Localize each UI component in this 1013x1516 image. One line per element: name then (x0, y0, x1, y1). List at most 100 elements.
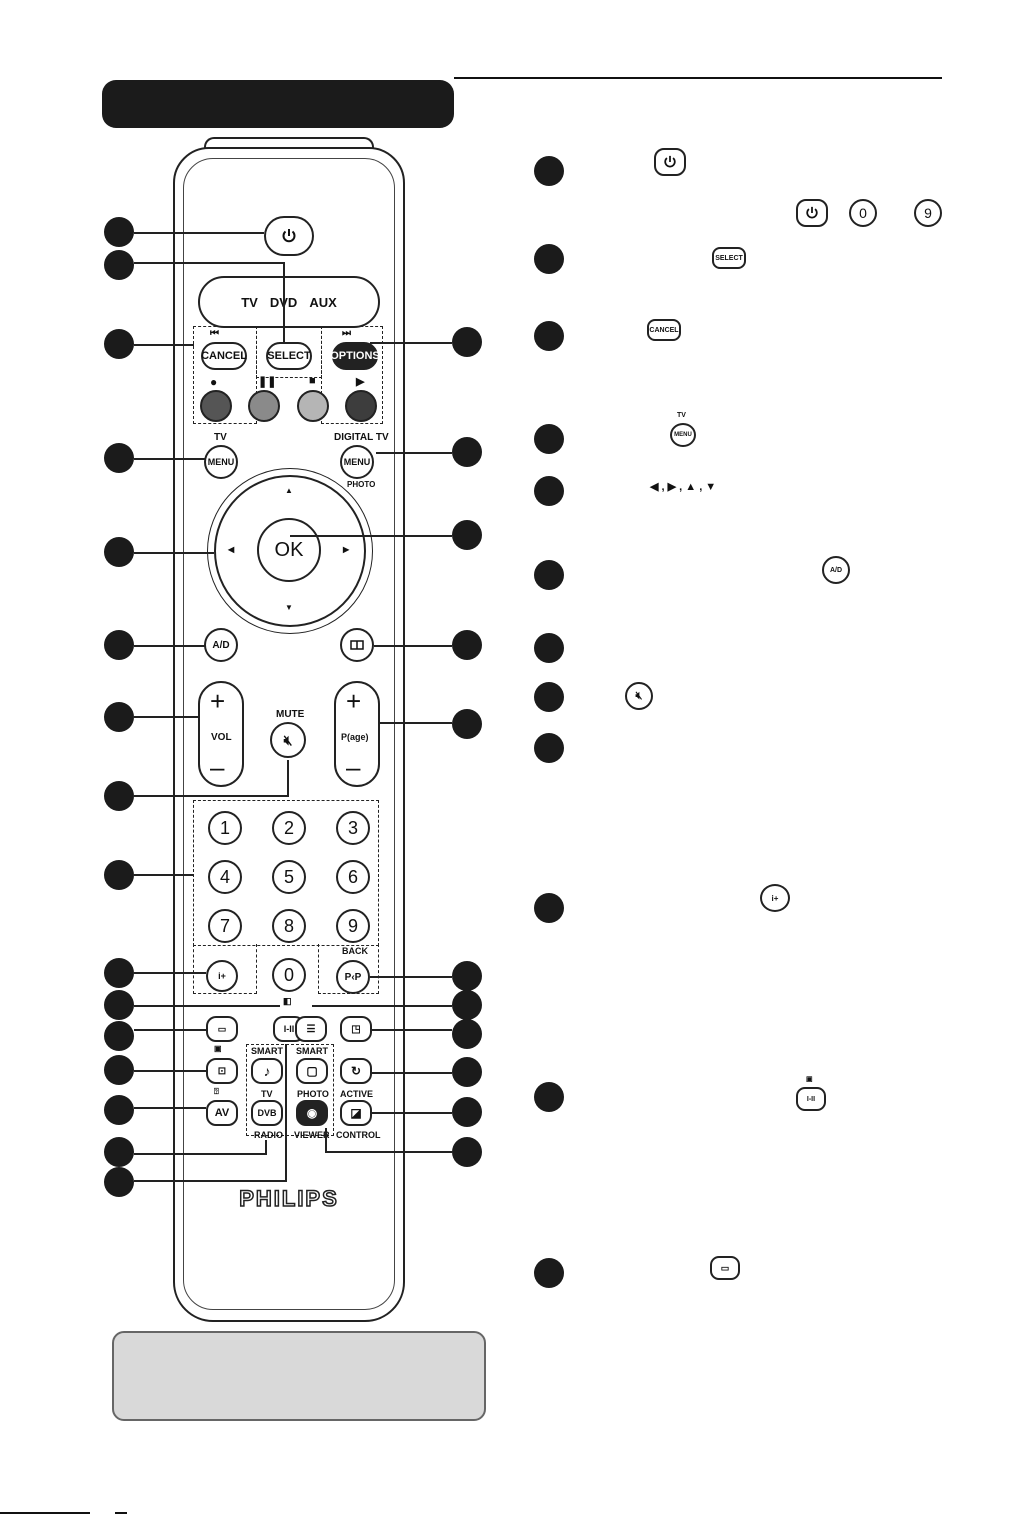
volume-down-icon[interactable]: – (210, 752, 225, 782)
callout-marker (104, 1137, 134, 1167)
page-up-icon[interactable]: + (346, 686, 362, 716)
stop-icon: ■ (309, 375, 316, 387)
music-note-icon: ♪ (263, 1063, 271, 1079)
photo-viewer-top-label: PHOTO (297, 1089, 329, 1099)
mute-button[interactable]: 🔇︎ (270, 722, 306, 758)
cursor-right-icon[interactable]: ▶ (343, 545, 350, 554)
note-box (112, 1331, 486, 1421)
page-down-icon[interactable]: – (346, 752, 361, 782)
skip-forward-icon: ⏭ (342, 328, 351, 339)
number-0-button[interactable]: 0 (272, 958, 306, 992)
mode-aux-label: AUX (309, 294, 337, 310)
tv-dvb-label: TV (261, 1089, 273, 1099)
callout-marker (104, 1167, 134, 1197)
pp-button[interactable]: P‹P (336, 960, 370, 994)
number-7-button[interactable]: 7 (208, 909, 242, 943)
pip-icon: ◳ (351, 1023, 361, 1035)
callout-marker (104, 958, 134, 988)
teletext-icon: ☰ (306, 1023, 316, 1035)
help-small-icon: ⍰ (214, 1087, 219, 1096)
select-button[interactable]: SELECT (266, 342, 312, 370)
pause-icon: ❚❚ (258, 376, 277, 388)
ok-button[interactable]: OK (257, 518, 321, 582)
smart-group-outline (246, 1044, 334, 1136)
format-button[interactable]: ⊡ (206, 1058, 238, 1084)
number-3-button[interactable]: 3 (336, 811, 370, 845)
callout-leader (134, 552, 214, 554)
power-icon (806, 206, 818, 219)
mode-tv-label: TV (241, 294, 258, 310)
number-2-button[interactable]: 2 (272, 811, 306, 845)
number-4-button[interactable]: 4 (208, 860, 242, 894)
subtitle-button[interactable]: ▭ (206, 1016, 238, 1042)
callout-marker (104, 702, 134, 732)
tv-menu-button[interactable]: MENU (204, 445, 238, 479)
power-button[interactable] (264, 216, 314, 256)
page-rocker[interactable] (334, 681, 380, 787)
number-6-button[interactable]: 6 (336, 860, 370, 894)
digital-tv-menu-button[interactable]: MENU (340, 445, 374, 479)
ambilight-button[interactable]: ↻ (340, 1058, 372, 1084)
teletext-button[interactable]: ☰ (295, 1016, 327, 1042)
remote-control-inner-outline (183, 158, 395, 1310)
guide-button[interactable] (340, 628, 374, 662)
number-5-button[interactable]: 5 (272, 860, 306, 894)
callout-leader (134, 716, 198, 718)
legend-marker (534, 1258, 564, 1288)
volume-up-icon[interactable]: + (210, 686, 226, 716)
callout-leader (134, 232, 264, 234)
number-1-button[interactable]: 1 (208, 811, 242, 845)
blue-button[interactable] (345, 390, 377, 422)
active-control-button[interactable]: ◪ (340, 1100, 372, 1126)
info-button[interactable]: i+ (206, 960, 238, 992)
callout-marker (104, 329, 134, 359)
callout-leader (372, 1112, 452, 1114)
cursor-left-icon[interactable]: ◀ (228, 545, 235, 554)
camera-icon: ◉ (306, 1106, 318, 1120)
green-button[interactable] (248, 390, 280, 422)
legend-marker (534, 244, 564, 274)
callout-marker (104, 1021, 134, 1051)
legend-power-icon (654, 148, 686, 176)
number-9-button[interactable]: 9 (336, 909, 370, 943)
callout-leader (134, 1153, 266, 1155)
callout-leader (134, 262, 284, 264)
ad-button[interactable]: A/D (204, 628, 238, 662)
cursor-down-icon[interactable]: ▼ (285, 603, 293, 612)
callout-leader (326, 1151, 452, 1153)
av-button[interactable]: AV (206, 1100, 238, 1126)
cursor-up-icon[interactable]: ▲ (285, 486, 293, 495)
pip-button[interactable]: ◳ (340, 1016, 372, 1042)
callout-leader (134, 972, 206, 974)
callout-leader (374, 645, 452, 647)
photo-viewer-button[interactable]: ◉ (296, 1100, 328, 1126)
callout-marker (452, 1057, 482, 1087)
callout-leader (290, 535, 452, 537)
photo-label: PHOTO (347, 480, 376, 489)
callout-leader (134, 458, 206, 460)
callout-marker (104, 250, 134, 280)
active-label: ACTIVE (340, 1089, 374, 1099)
footer-rule (115, 1512, 127, 1514)
yellow-button[interactable] (297, 390, 329, 422)
red-button[interactable] (200, 390, 232, 422)
number-8-button[interactable]: 8 (272, 909, 306, 943)
book-icon (350, 640, 364, 650)
legend-select-icon: SELECT (712, 247, 746, 269)
cancel-button[interactable]: CANCEL (201, 342, 247, 370)
volume-rocker[interactable] (198, 681, 244, 787)
dvb-button[interactable]: DVB (251, 1100, 283, 1126)
callout-marker (104, 1095, 134, 1125)
back-label: BACK (342, 946, 368, 956)
smart-sound-button[interactable]: ♪ (251, 1058, 283, 1084)
callout-marker (104, 860, 134, 890)
callout-leader (134, 795, 288, 797)
smart-picture-button[interactable]: ▢ (296, 1058, 328, 1084)
callout-leader (287, 760, 289, 797)
callout-leader (372, 1029, 452, 1031)
mode-selector[interactable]: TV DVD AUX (198, 276, 380, 328)
options-button[interactable]: OPTIONS (330, 342, 380, 370)
legend-i-ii-icon: I-II (796, 1087, 826, 1111)
callout-leader (134, 1180, 286, 1182)
callout-marker (104, 217, 134, 247)
